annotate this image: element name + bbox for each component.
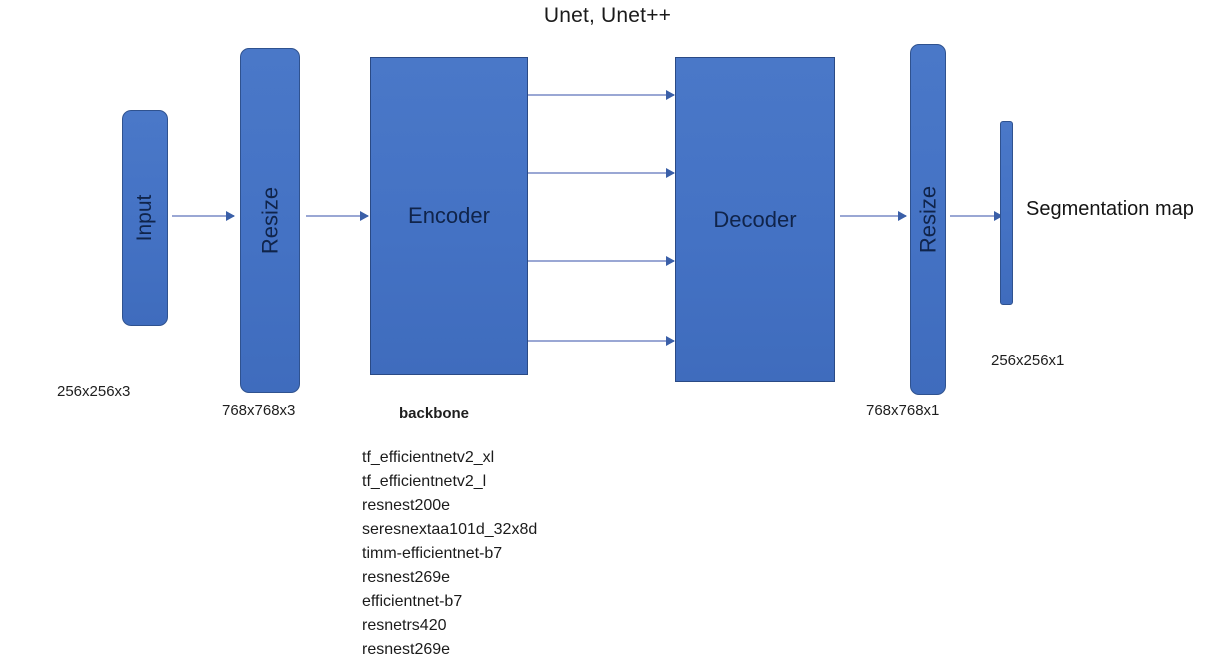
node-decoder-label: Decoder: [713, 206, 797, 232]
backbone-item: resnest269e: [362, 641, 451, 658]
backbone-item: timm-efficientnet-b7: [362, 545, 503, 562]
node-input[interactable]: Input: [122, 110, 168, 326]
arrow-resize-to-output: [950, 215, 1002, 217]
node-input-label: Input: [133, 194, 156, 242]
caption-resize-input-dims: 768x768x3: [222, 402, 296, 419]
backbone-item: seresnextaa101d_32x8d: [362, 521, 538, 538]
caption-input-dims: 256x256x3: [57, 383, 131, 400]
arrow-resize-to-encoder: [306, 215, 368, 217]
node-encoder-label: Encoder: [408, 203, 490, 228]
caption-backbone-heading: backbone: [399, 405, 470, 422]
backbone-item: resnest200e: [362, 497, 451, 514]
node-segmentation-map[interactable]: [1000, 121, 1013, 305]
node-decoder[interactable]: Decoder: [675, 57, 835, 382]
arrow-skip-connection-3: [528, 260, 674, 262]
backbone-item: resnest269e: [362, 569, 451, 586]
node-encoder[interactable]: Encoder: [370, 57, 528, 375]
backbone-list: tf_efficientnetv2_xl tf_efficientnetv2_l…: [362, 447, 537, 660]
backbone-item: tf_efficientnetv2_xl: [362, 449, 495, 466]
node-resize-input[interactable]: Resize: [240, 48, 300, 393]
arrow-decoder-to-resize: [840, 215, 906, 217]
backbone-item: resnetrs420: [362, 617, 447, 634]
backbone-item: tf_efficientnetv2_l: [362, 473, 487, 490]
node-segmentation-map-label: Segmentation map: [1026, 198, 1194, 220]
arrow-input-to-resize: [172, 215, 234, 217]
caption-output-dims: 256x256x1: [991, 352, 1065, 369]
arrow-skip-connection-1: [528, 94, 674, 96]
caption-resize-output-dims: 768x768x1: [866, 402, 940, 419]
arrow-skip-connection-2: [528, 172, 674, 174]
diagram-title: Unet, Unet++: [543, 4, 672, 27]
backbone-item: efficientnet-b7: [362, 593, 463, 610]
node-resize-output[interactable]: Resize: [910, 44, 946, 395]
arrow-skip-connection-4: [528, 340, 674, 342]
